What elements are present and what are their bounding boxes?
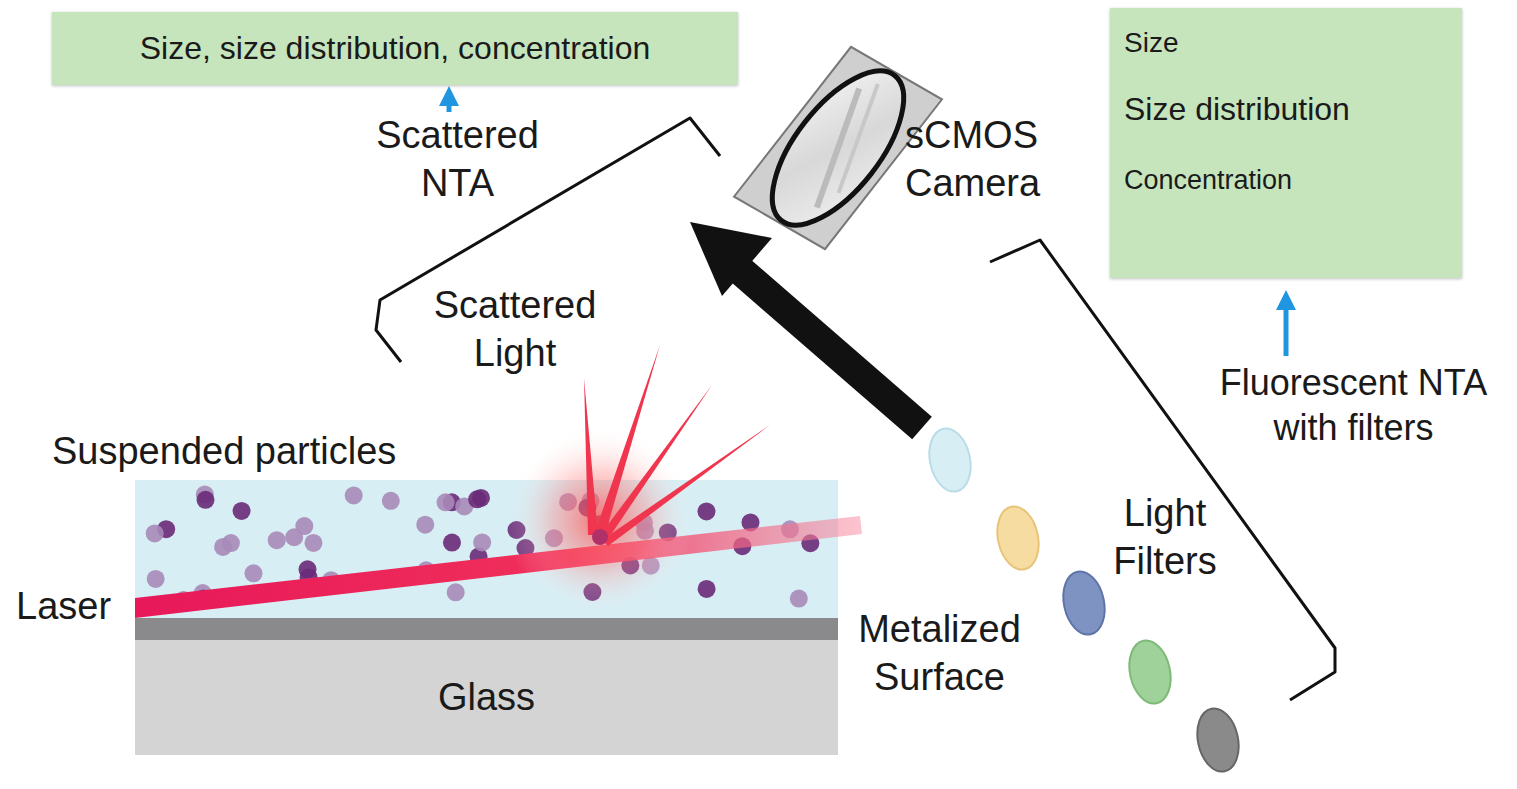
particle bbox=[698, 580, 716, 598]
light-path-arrow bbox=[690, 222, 922, 428]
particle bbox=[443, 534, 461, 552]
result-box: SizeSize distributionConcentration bbox=[1110, 8, 1462, 278]
light-label: Scattered Light bbox=[410, 282, 620, 377]
camera-label: sCMOS Camera bbox=[905, 112, 1080, 207]
particle bbox=[268, 531, 286, 549]
particle bbox=[147, 570, 165, 588]
substrate-label: Glass bbox=[438, 675, 535, 721]
output-arrow bbox=[447, 96, 452, 112]
particle bbox=[382, 492, 400, 510]
result-text: Size bbox=[1124, 26, 1178, 60]
particle bbox=[146, 524, 164, 542]
particle bbox=[304, 534, 322, 552]
metal-layer bbox=[135, 618, 838, 640]
result-box: Size, size distribution, concentration bbox=[52, 12, 738, 85]
light-filters bbox=[924, 425, 1244, 776]
method-label: Scattered NTA bbox=[355, 112, 560, 207]
particle bbox=[244, 564, 262, 582]
bracket bbox=[990, 240, 1335, 700]
glass-substrate: Glass bbox=[135, 640, 838, 755]
particle bbox=[197, 491, 215, 509]
scattering-particle bbox=[592, 529, 608, 545]
sample-label: Suspended particles bbox=[52, 428, 482, 476]
particle bbox=[447, 583, 465, 601]
particle bbox=[416, 516, 434, 534]
output-arrow bbox=[1284, 300, 1289, 356]
surface-label: Metalized Surface bbox=[832, 606, 1047, 701]
particle bbox=[697, 502, 715, 520]
particle bbox=[214, 538, 232, 556]
laser-beam bbox=[135, 516, 862, 618]
result-text: Concentration bbox=[1124, 164, 1292, 196]
filter-label: Light Filters bbox=[1090, 490, 1240, 585]
particle bbox=[345, 486, 363, 504]
result-text: Size distribution bbox=[1124, 90, 1350, 128]
particle bbox=[468, 490, 486, 508]
scatter-rays bbox=[584, 345, 770, 546]
result-text: Size, size distribution, concentration bbox=[140, 29, 650, 67]
particle bbox=[437, 493, 455, 511]
particle bbox=[790, 590, 808, 608]
method-label: Fluorescent NTA with filters bbox=[1196, 360, 1511, 450]
laser-label: Laser bbox=[16, 583, 134, 631]
particle bbox=[473, 533, 491, 551]
particle bbox=[233, 502, 251, 520]
particle bbox=[295, 517, 313, 535]
